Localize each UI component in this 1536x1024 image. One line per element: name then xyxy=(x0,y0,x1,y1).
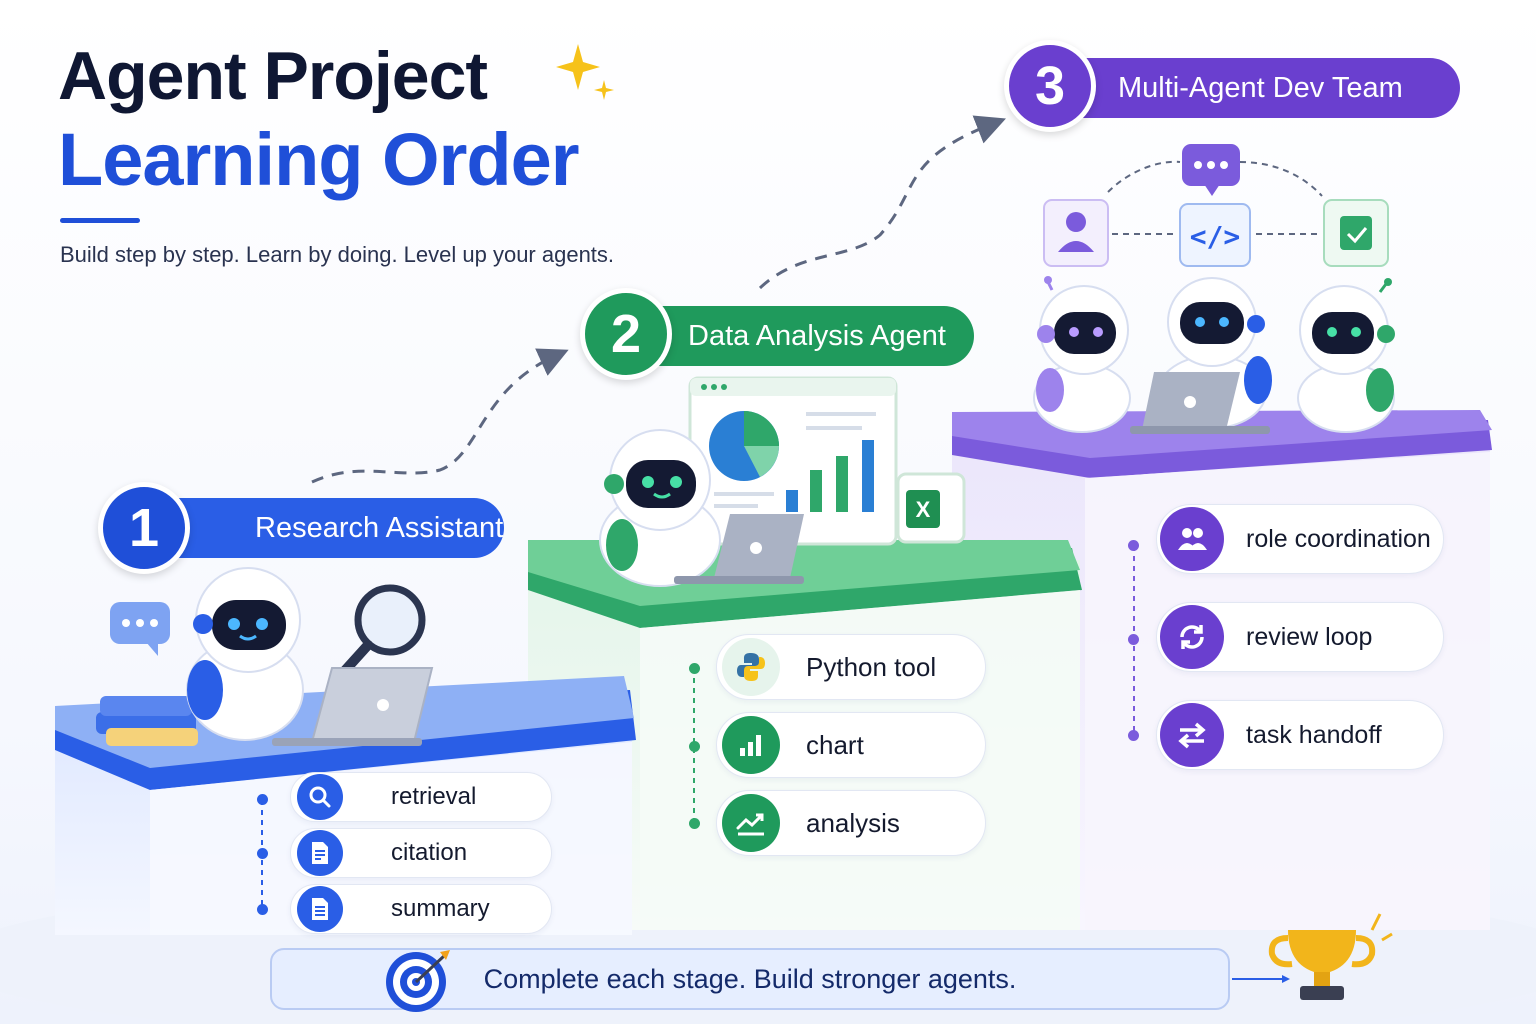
feature-role-coordination: role coordination xyxy=(1156,504,1444,574)
trophy-icon xyxy=(1270,910,1400,1010)
feature-label: chart xyxy=(806,729,864,760)
trend-icon xyxy=(722,794,780,852)
connector-dot xyxy=(689,663,700,674)
footer-message: Complete each stage. Build stronger agen… xyxy=(483,963,1017,994)
refresh-icon xyxy=(1160,605,1224,669)
feature-chart: chart xyxy=(716,712,986,778)
document-icon xyxy=(297,886,343,932)
stage-1-number: 1 xyxy=(98,482,190,574)
svg-text:</>: </> xyxy=(1190,220,1241,253)
subtitle: Build step by step. Learn by doing. Leve… xyxy=(60,242,615,267)
connector-dot xyxy=(257,794,268,805)
feature-label: analysis xyxy=(806,807,900,838)
swap-icon xyxy=(1160,703,1224,767)
feature-task-handoff: task handoff xyxy=(1156,700,1444,770)
feature-citation: citation xyxy=(290,828,552,878)
feature-label: citation xyxy=(391,839,468,866)
connector-dot xyxy=(257,904,268,915)
stage-3-title-pill: Multi-Agent Dev Team xyxy=(1052,58,1460,118)
search-icon xyxy=(297,774,343,820)
connector-dot xyxy=(1128,730,1139,741)
title-line-2: Learning Order xyxy=(58,118,580,201)
feature-analysis: analysis xyxy=(716,790,986,856)
python-icon xyxy=(722,638,780,696)
connector-dot xyxy=(689,818,700,829)
feature-label: summary xyxy=(391,895,490,922)
stage-2-title-pill: Data Analysis Agent xyxy=(622,306,974,366)
stage-1-title: Research Assistant xyxy=(255,511,504,544)
title-line-1: Agent Project xyxy=(58,38,488,114)
connector-dot xyxy=(689,741,700,752)
feature-retrieval: retrieval xyxy=(290,772,552,822)
bar-chart-icon xyxy=(722,716,780,774)
target-icon xyxy=(380,948,454,1014)
feature-label: review loop xyxy=(1246,622,1373,651)
feature-label: task handoff xyxy=(1246,720,1382,749)
connector-dot xyxy=(257,848,268,859)
feature-label: retrieval xyxy=(391,783,477,810)
feature-label: role coordination xyxy=(1246,524,1431,553)
feature-python-tool: Python tool xyxy=(716,634,986,700)
feature-review-loop: review loop xyxy=(1156,602,1444,672)
stage-3-number: 3 xyxy=(1004,40,1096,132)
stage-2-title: Data Analysis Agent xyxy=(688,319,946,352)
feature-label: Python tool xyxy=(806,651,937,682)
stage-2-number: 2 xyxy=(580,288,672,380)
connector-dot xyxy=(1128,634,1139,645)
document-icon xyxy=(297,830,343,876)
svg-text:X: X xyxy=(916,497,931,522)
title-underline xyxy=(60,218,140,223)
stage-1-title-pill: Research Assistant xyxy=(140,498,504,558)
feature-summary: summary xyxy=(290,884,552,934)
stage-3-title: Multi-Agent Dev Team xyxy=(1118,71,1403,104)
users-icon xyxy=(1160,507,1224,571)
connector-dot xyxy=(1128,540,1139,551)
